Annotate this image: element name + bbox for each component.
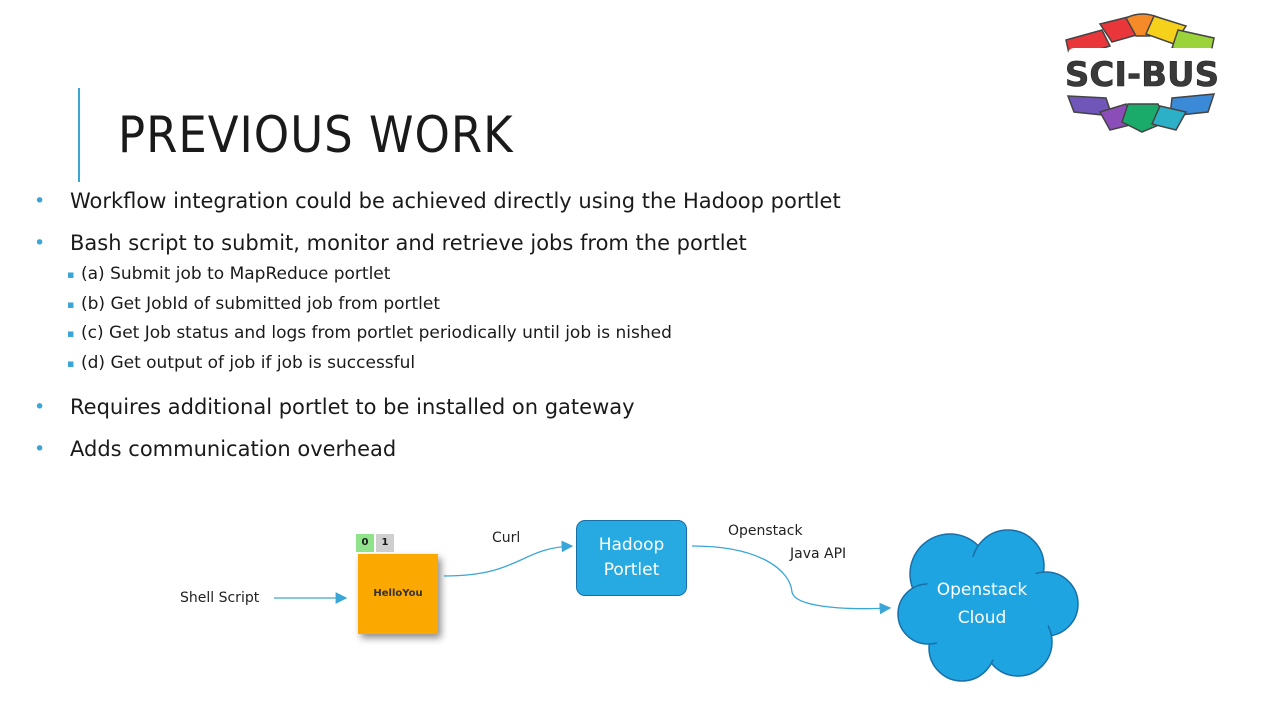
openstack-api-label-1: Openstack (728, 523, 803, 539)
job-box: HelloYou (358, 554, 438, 634)
job-node: 0 1 HelloYou (356, 534, 440, 636)
cloud-line-1: Openstack (936, 580, 1028, 600)
bullet-list: Workflow integration could be achieved d… (34, 186, 841, 464)
bullet-item: Adds communication overhead (34, 434, 841, 464)
openstack-cloud-label: Openstack Cloud (912, 576, 1052, 632)
sub-bullet-item: (d) Get output of job if job is successf… (34, 349, 841, 379)
title-accent-bar (78, 88, 80, 182)
job-tab-0: 0 (356, 534, 374, 552)
portlet-line-2: Portlet (603, 560, 660, 580)
portlet-line-1: Hadoop (598, 535, 665, 555)
curl-label: Curl (492, 530, 521, 546)
hadoop-portlet-box: Hadoop Portlet (576, 520, 687, 596)
bullet-item: Workflow integration could be achieved d… (34, 186, 841, 216)
bullet-item: Requires additional portlet to be instal… (34, 392, 841, 422)
sub-bullet-item: (c) Get Job status and logs from portlet… (34, 319, 841, 349)
curl-connector (443, 540, 574, 577)
sub-bullet-list: (a) Submit job to MapReduce portlet (b) … (67, 260, 841, 378)
job-tab-1: 1 (376, 534, 394, 552)
shell-script-label: Shell Script (180, 590, 260, 606)
openstack-api-label-2: Java API (790, 546, 847, 562)
sub-bullet-item: (b) Get JobId of submitted job from port… (34, 290, 841, 320)
logo-text: SCI-BUS (1065, 55, 1219, 95)
cloud-line-2: Cloud (957, 608, 1007, 628)
sci-bus-logo: SCI-BUS (1065, 13, 1219, 133)
slide-title: PREVIOUS WORK (118, 106, 514, 164)
bullet-item: Bash script to submit, monitor and retri… (34, 228, 841, 378)
sub-bullet-item: (a) Submit job to MapReduce portlet (34, 260, 841, 290)
